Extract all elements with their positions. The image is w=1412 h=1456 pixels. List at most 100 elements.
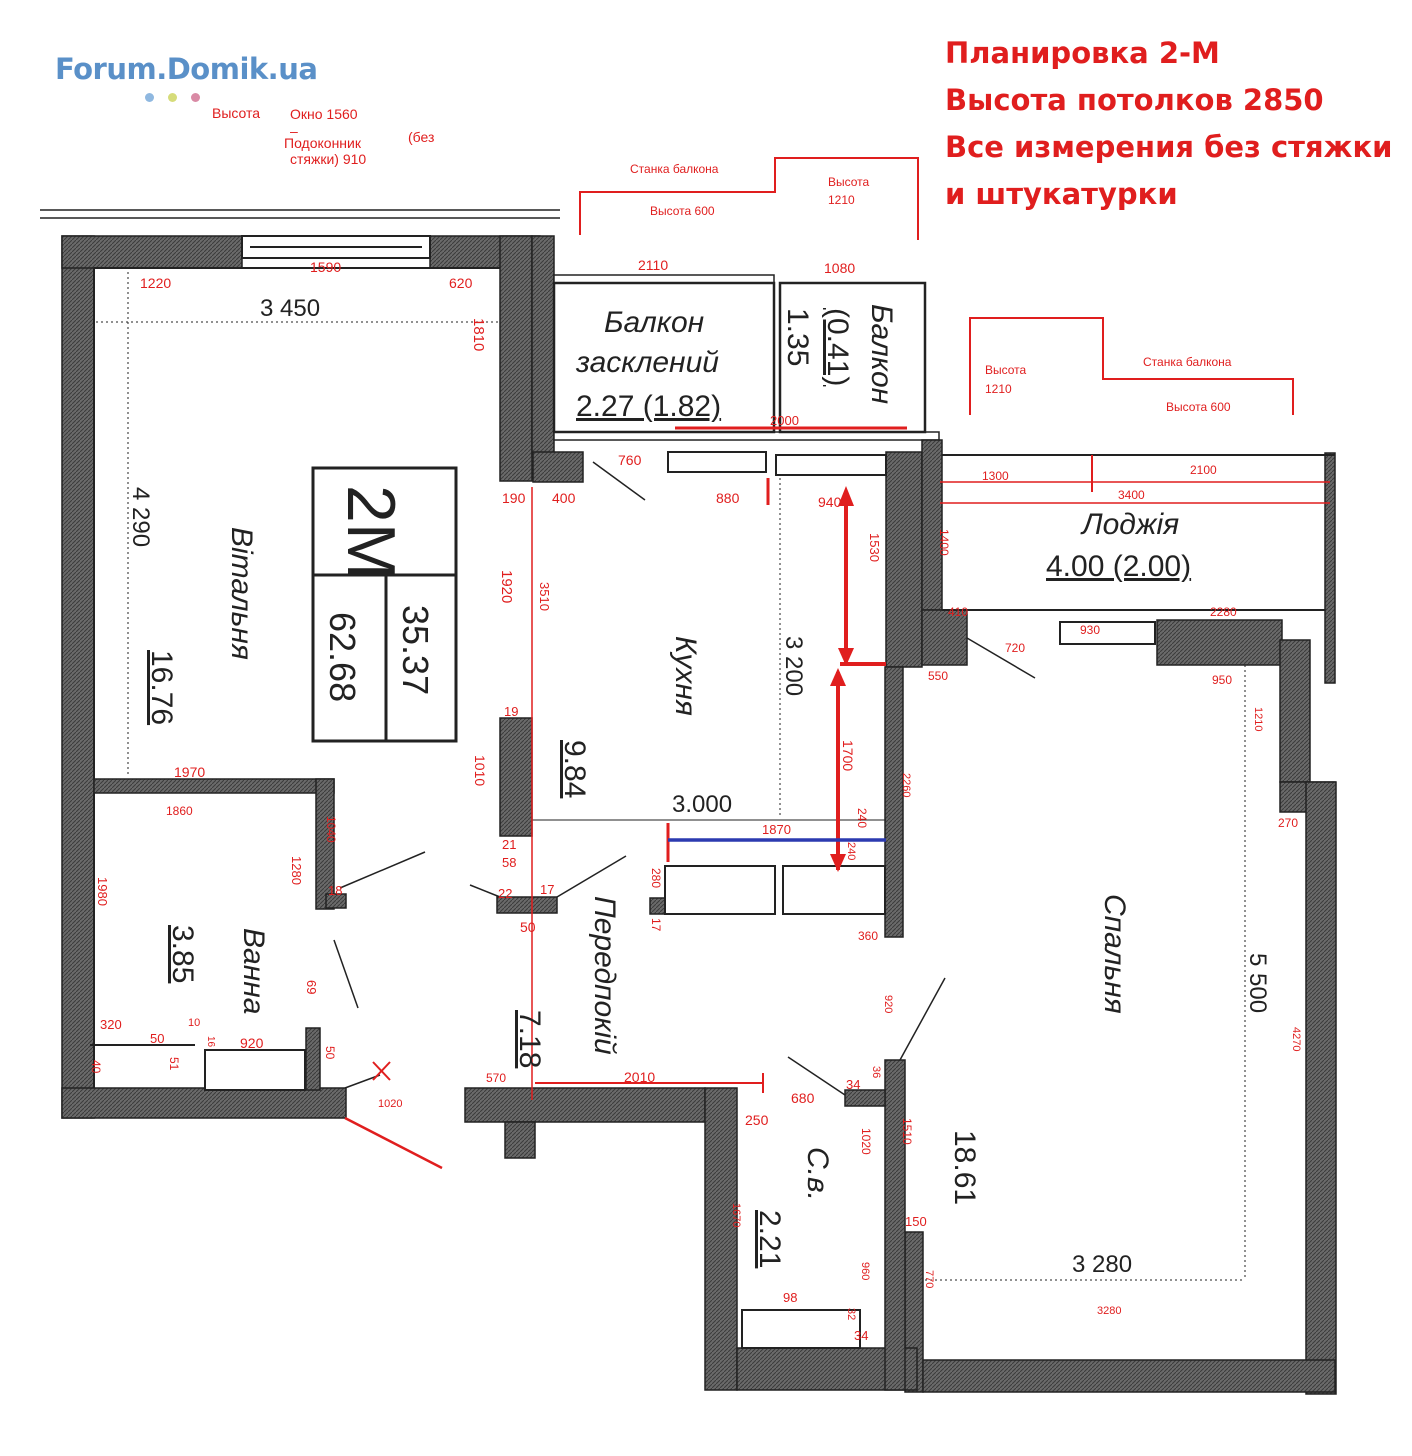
red-dimension-label: 1980: [95, 877, 110, 906]
room-balcony-area: 1.35: [781, 308, 814, 366]
note-window: Окно 1560: [290, 106, 358, 122]
red-dimension-label: 17: [649, 918, 663, 932]
red-dimension-label: 190: [502, 490, 526, 506]
red-dimension-label: 1870: [762, 822, 791, 837]
red-dimension-label: 98: [783, 1290, 797, 1305]
red-dimension-label: 570: [486, 1071, 506, 1085]
note-no-screed: (без: [408, 129, 434, 145]
room-kitchen-name: Кухня: [669, 636, 702, 716]
red-dimension-label: 1810: [470, 318, 487, 351]
red-dimension-label: 2280: [1210, 605, 1237, 619]
red-dimension-label: 3510: [537, 582, 552, 611]
room-balcony-area-2: (0.41): [821, 308, 854, 386]
room-living-area: 16.76: [145, 650, 178, 725]
red-dimension-label: 1080: [824, 260, 855, 276]
red-dimension-label: 270: [1278, 816, 1298, 830]
room-balcony-glazed-area: 2.27 (1.82): [576, 390, 721, 423]
red-dimension-label: 280: [649, 868, 663, 888]
red-dimension-label: 1970: [174, 764, 205, 780]
logo-dots-icon: [145, 89, 245, 102]
red-dimension-label: 1020: [859, 1128, 873, 1155]
red-dimension-label: 16: [205, 1036, 216, 1048]
red-dimension-label: 1210: [1252, 707, 1264, 731]
red-dimension-label: 320: [100, 1017, 122, 1032]
dim-lines: [96, 272, 1246, 1281]
room-bath-area: 3.85: [166, 925, 199, 983]
red-dimension-label: 18: [328, 883, 342, 898]
dim-kitchen-width: 3.000: [672, 791, 732, 818]
red-dimension-label: 680: [791, 1090, 815, 1106]
red-dimension-label: 21: [502, 837, 516, 852]
red-dimension-label: 51: [167, 1057, 181, 1071]
red-dimension-label: 3280: [1097, 1305, 1121, 1317]
room-balcony-glazed-name: Балкон: [604, 306, 704, 339]
total-area: 62.68: [322, 612, 363, 702]
living-area: 35.37: [395, 605, 436, 695]
windows: [204, 235, 1156, 1349]
red-dimension-label: 770: [923, 1270, 935, 1288]
red-annotations: [344, 157, 1330, 1170]
red-dimension-label: 240: [855, 808, 869, 828]
dim-living-depth: 4 290: [127, 487, 154, 547]
red-arrowheads: [830, 486, 854, 872]
red-dimension-label: 22: [498, 886, 512, 901]
title-line-1: Планировка 2-М: [945, 36, 1220, 70]
red-dimension-label: 34: [854, 1328, 868, 1343]
note-screed-value: стяжки) 910: [290, 151, 366, 167]
red-dimension-label: 2100: [1190, 463, 1217, 477]
balcony-height-value-3: 1210: [985, 382, 1012, 396]
doors: [333, 461, 1036, 1096]
red-dimension-label: 2110: [638, 257, 668, 273]
room-hall-name: Передпокій: [588, 896, 621, 1055]
room-bedroom-area: 18.61: [948, 1130, 981, 1205]
red-dimension-label: 1010: [472, 755, 488, 786]
room-balcony-name: Балкон: [865, 304, 898, 404]
note-dash: –: [290, 123, 298, 139]
room-loggia-area: 4.00 (2.00): [1046, 550, 1191, 583]
red-dimension-label: 550: [928, 669, 948, 683]
room-wc-area: 2.21: [753, 1210, 786, 1268]
red-dimension-label: 950: [1212, 673, 1232, 687]
note-height: Высота: [212, 105, 260, 121]
balcony-wall-note-1: Станка балкона: [630, 162, 719, 176]
red-dimension-label: 1020: [378, 1098, 402, 1110]
red-dimension-label: 50: [520, 919, 536, 935]
red-dimension-label: 34: [846, 1077, 860, 1092]
red-dimension-label: 920: [240, 1035, 264, 1051]
red-dimension-label: 240: [845, 842, 857, 860]
room-hall-area: 7.18: [513, 1010, 546, 1068]
dim-bedroom-width: 3 280: [1072, 1251, 1132, 1278]
red-dimension-label: 940: [818, 494, 842, 510]
red-dimension-label: 2000: [770, 413, 799, 428]
red-dimension-label: 1530: [867, 533, 882, 562]
dim-bedroom-depth: 5 500: [1244, 953, 1271, 1013]
room-bedroom-name: Спальня: [1098, 894, 1131, 1014]
title-line-3: Все измерения без стяжки: [945, 130, 1393, 164]
balcony-wall-note-2: Станка балкона: [1143, 355, 1232, 369]
balcony-height-note-4: Высота 600: [1166, 400, 1231, 414]
red-dimension-label: 250: [745, 1112, 769, 1128]
red-dimension-label: 50: [150, 1031, 164, 1046]
red-dimension-label: 760: [618, 452, 642, 468]
room-kitchen-area: 9.84: [558, 740, 591, 798]
note-sill: Подоконник: [284, 135, 362, 151]
red-dimension-label: 19: [504, 704, 518, 719]
red-dimension-label: 620: [449, 275, 473, 291]
title-line-4: и штукатурки: [945, 177, 1178, 211]
red-dimension-label: 1700: [840, 740, 856, 771]
red-dimension-label: 1590: [310, 259, 341, 275]
room-bath-name: Ванна: [237, 928, 270, 1014]
room-wc-name: С.в.: [801, 1147, 834, 1201]
title-line-2: Высота потолков 2850: [945, 83, 1324, 117]
dim-living-width: 3 450: [260, 295, 320, 322]
red-dimension-label: 3400: [1118, 488, 1145, 502]
room-loggia-name: Лоджія: [1080, 508, 1179, 541]
red-dimension-label: 2010: [624, 1069, 655, 1085]
red-dimension-label: 1040: [324, 816, 338, 843]
red-dimension-label: 1920: [498, 570, 515, 603]
area-summary-table: [311, 466, 458, 743]
red-dimension-label: 920: [882, 995, 894, 1013]
walls: [61, 235, 1337, 1395]
red-dimension-label: 720: [1005, 641, 1025, 655]
